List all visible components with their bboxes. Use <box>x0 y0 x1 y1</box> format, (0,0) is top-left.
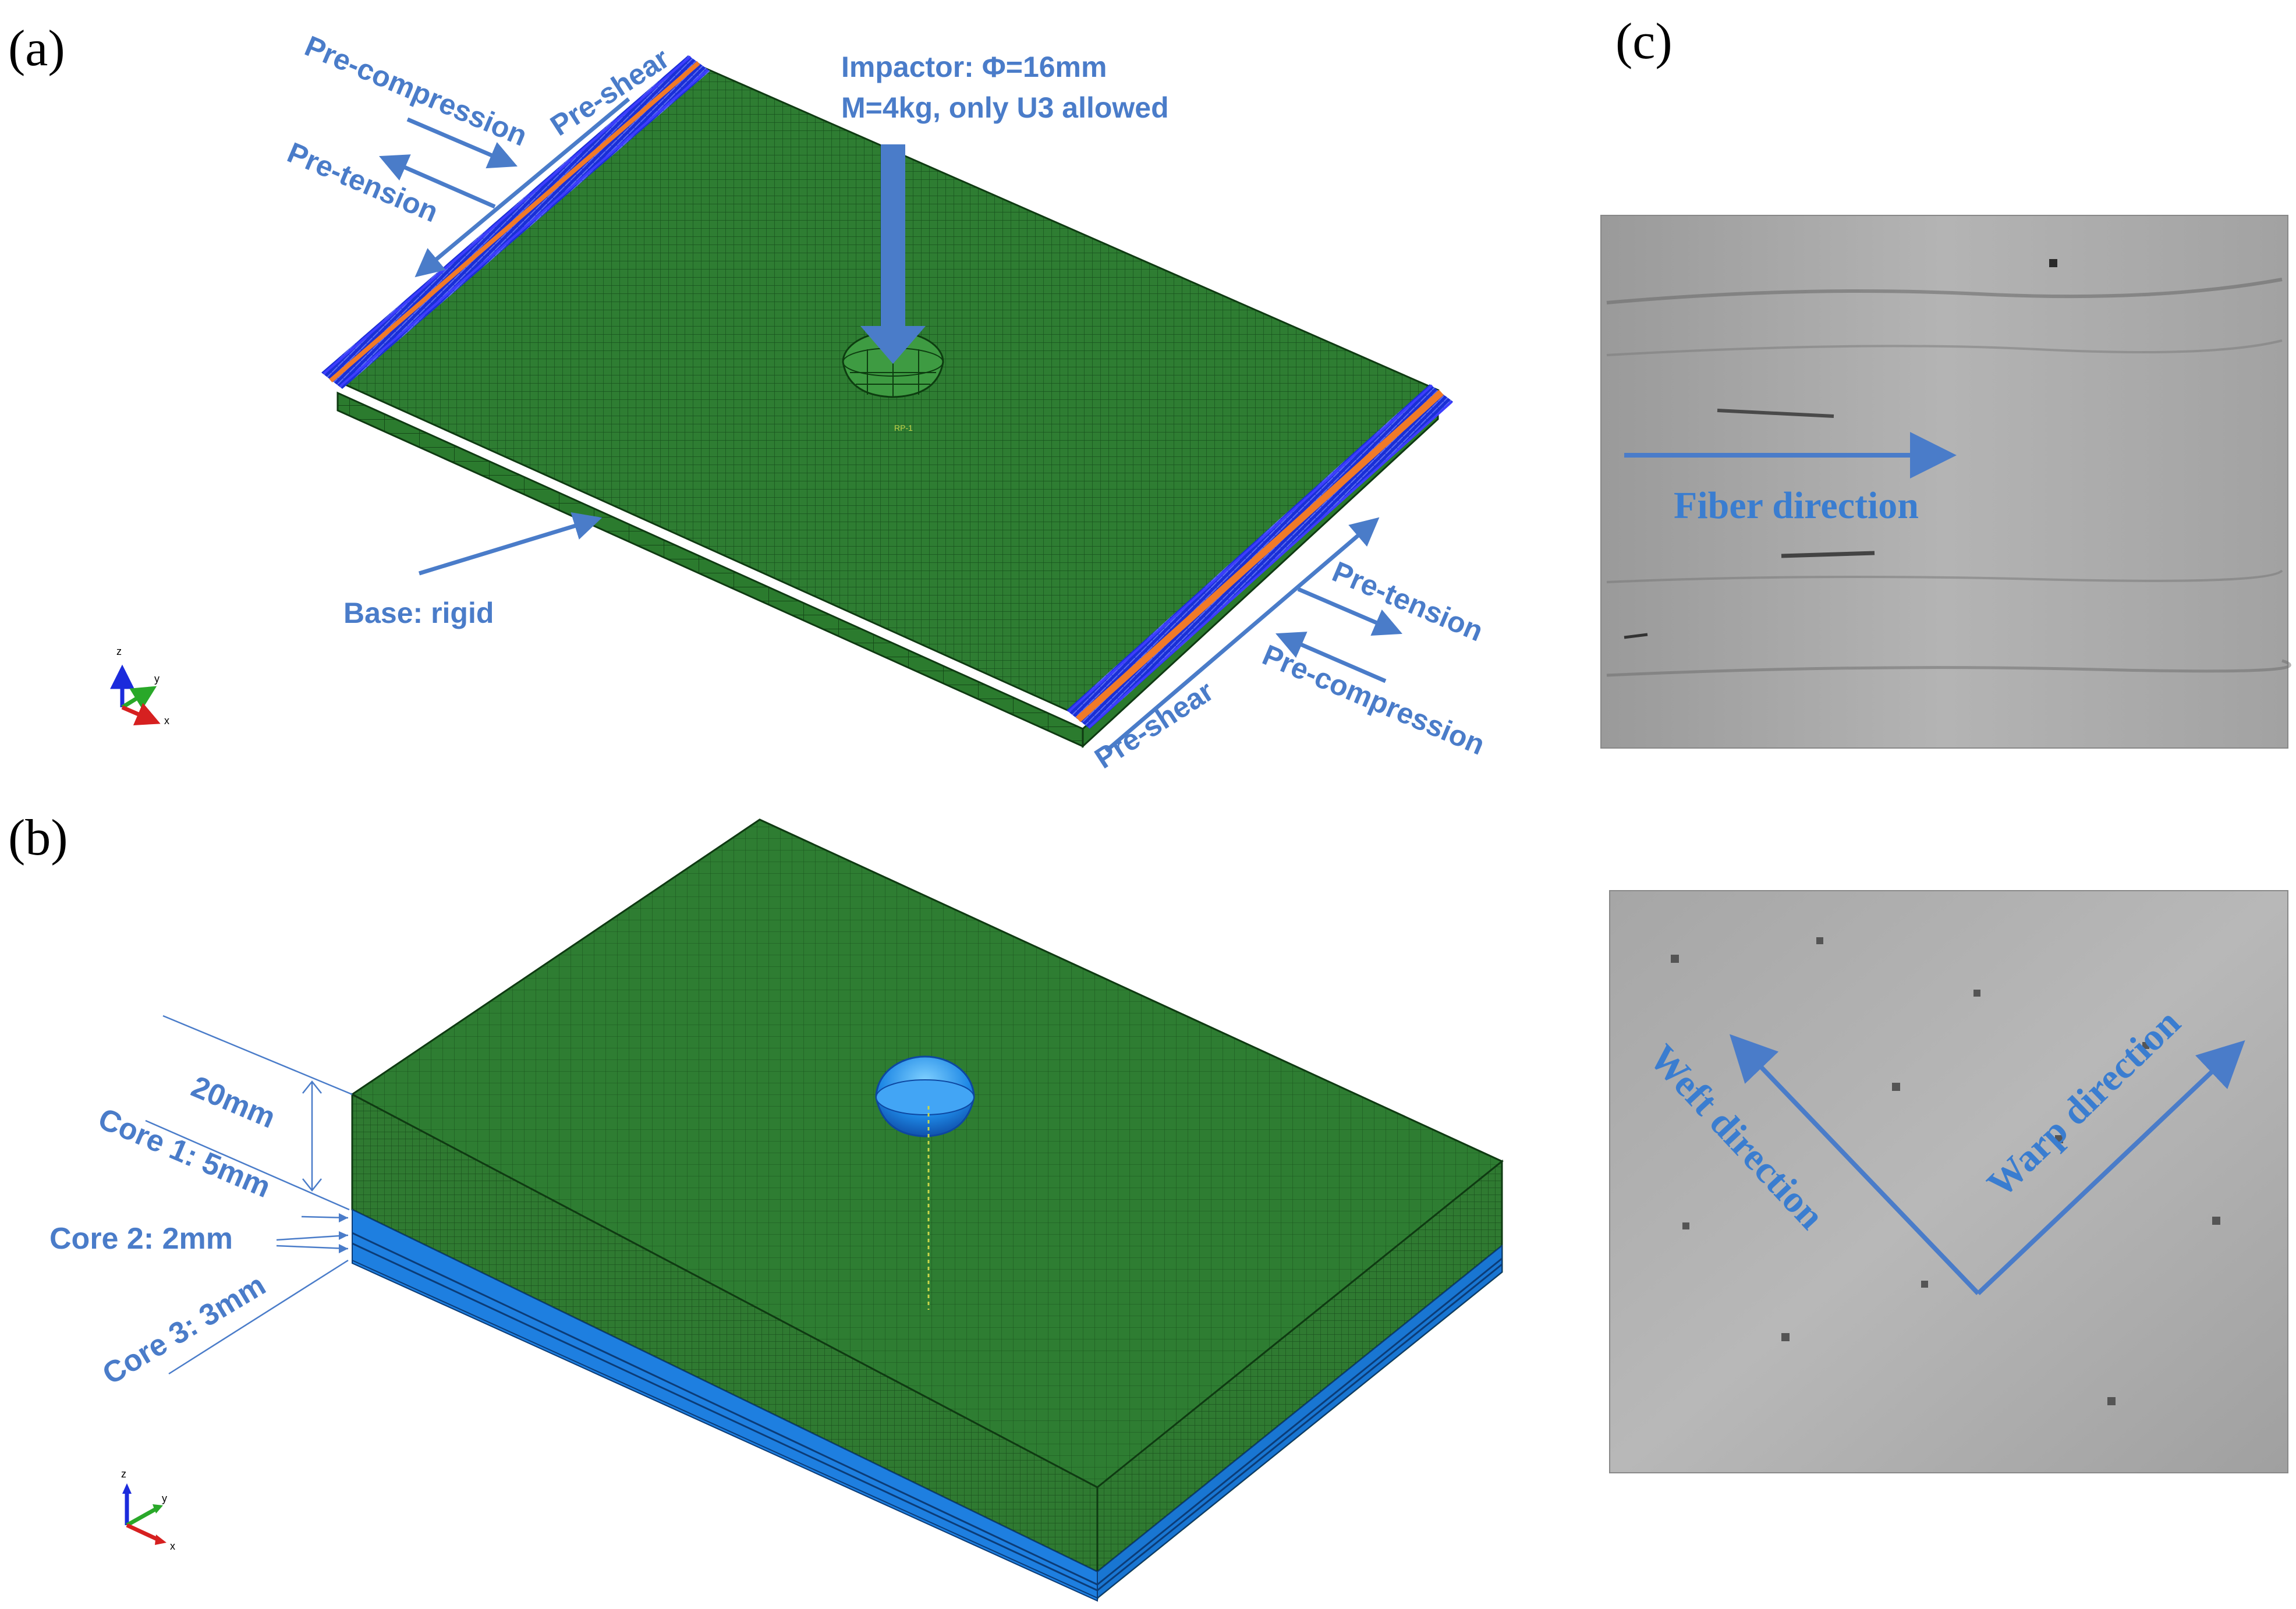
left-pre-compression-arrow <box>406 117 518 169</box>
panel-a: (a) RP-1 Imp <box>8 20 1490 775</box>
panel-c: (c) Fiber direction <box>1600 13 2291 1473</box>
weft-direction-arrow <box>1729 1034 1980 1295</box>
core-3-label: Core 3: 3mm <box>97 1268 271 1391</box>
fiber-direction-label: Fiber direction <box>1674 484 1919 527</box>
panel-c-label: (c) <box>1615 13 1673 70</box>
svg-text:y: y <box>162 1493 167 1504</box>
warp-direction-arrow <box>1976 1040 2245 1295</box>
svg-text:x: x <box>170 1540 175 1552</box>
svg-text:x: x <box>164 715 169 726</box>
rp-marker: RP-1 <box>894 423 913 433</box>
impactor-label-line2: M=4kg, only U3 allowed <box>841 91 1169 124</box>
impactor-a: RP-1 <box>842 331 944 433</box>
svg-text:z: z <box>121 1468 126 1480</box>
impactor-label-line1: Impactor: Φ=16mm <box>841 51 1107 83</box>
axis-triad-a: z y x <box>110 646 169 726</box>
panel-a-label: (a) <box>8 20 65 77</box>
left-boundary-strip <box>321 55 710 389</box>
panel-b-label: (b) <box>8 810 68 866</box>
base-label: Base: rigid <box>343 597 494 629</box>
right-pre-shear-arrow <box>1104 517 1380 753</box>
base-arrow <box>418 512 603 576</box>
right-pre-tension-arrow <box>1297 587 1403 636</box>
right-boundary-strip <box>1066 384 1453 729</box>
left-pre-shear-arrow <box>414 97 630 278</box>
core-2-label: Core 2: 2mm <box>49 1222 233 1256</box>
impactor-arrow <box>860 144 926 364</box>
left-pre-tension-arrow <box>379 154 496 209</box>
micrograph-bottom: Weft direction Warp direction <box>1609 890 2288 1473</box>
axis-triad-b: z y x <box>121 1468 175 1552</box>
svg-text:y: y <box>154 673 160 685</box>
micrograph-top: Fiber direction <box>1600 215 2291 749</box>
right-pre-compression-arrow <box>1275 632 1387 683</box>
thickness-20mm-label: 20mm <box>186 1070 280 1135</box>
svg-text:z: z <box>116 646 122 657</box>
